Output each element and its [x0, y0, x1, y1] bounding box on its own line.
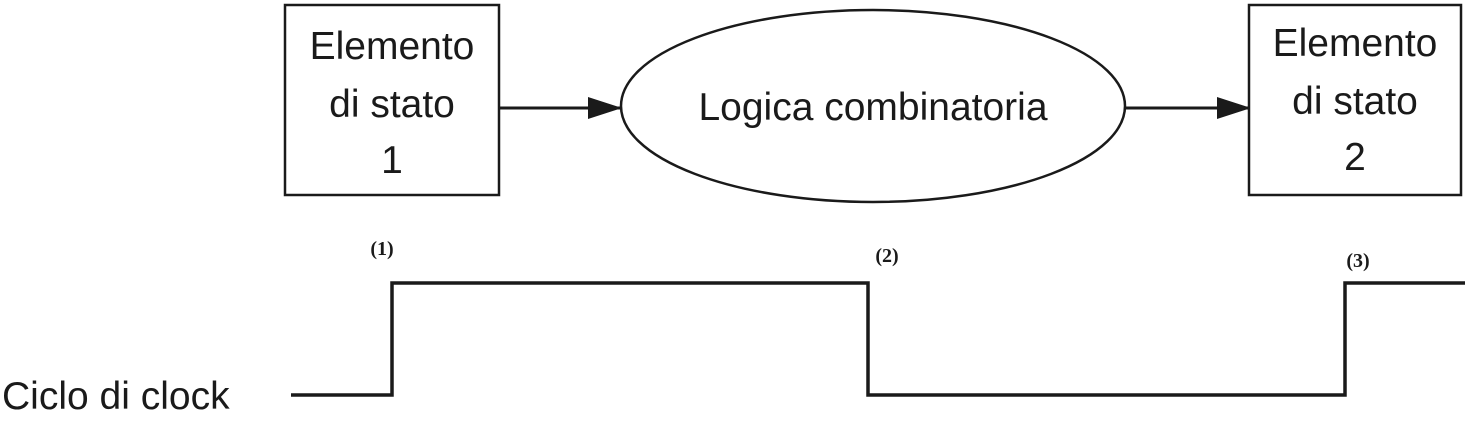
clock-marker-2: (2)	[875, 245, 898, 267]
state-element-2-line1: Elemento	[1273, 22, 1438, 65]
combinational-logic: Logica combinatoria	[619, 8, 1127, 204]
clock-marker-3: (3)	[1346, 250, 1369, 272]
state-element-1: Elemento di stato 1	[283, 3, 501, 197]
state-element-2-line3: 2	[1344, 136, 1366, 179]
combinational-logic-label: Logica combinatoria	[698, 86, 1047, 129]
state-element-1-line1: Elemento	[310, 25, 475, 68]
state-element-1-box	[283, 3, 501, 197]
state-element-2-line2: di stato	[1292, 80, 1418, 123]
clock-label: Ciclo di clock	[2, 375, 230, 418]
state-element-2-box	[1247, 3, 1463, 197]
clock-marker-1: (1)	[370, 238, 393, 260]
combinational-logic-ellipse	[619, 8, 1127, 204]
clock-waveform	[291, 281, 1465, 397]
state-element-1-line2: di stato	[329, 83, 455, 126]
state-element-2: Elemento di stato 2	[1247, 3, 1463, 197]
state-element-1-line3: 1	[381, 139, 403, 182]
